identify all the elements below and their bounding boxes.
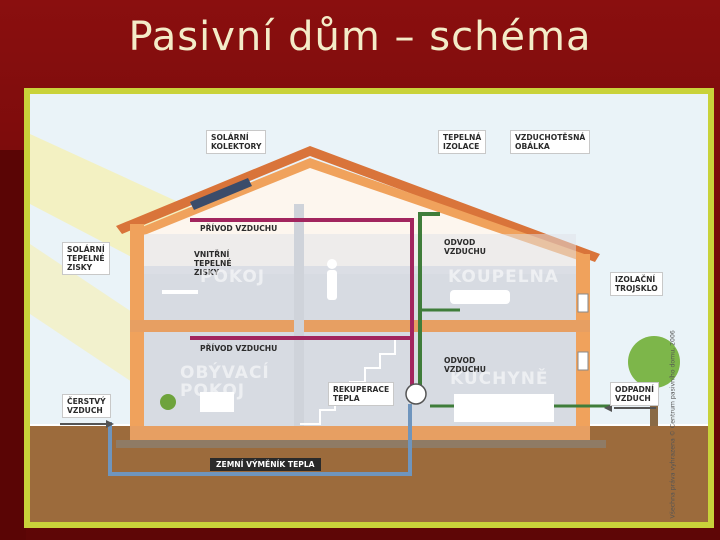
label-solar-heat-gains: SOLÁRNÍ TEPELNÉ ZISKY — [62, 242, 110, 275]
label-waste-air: ODPADNÍ VZDUCH — [610, 382, 659, 406]
label-airtight-envelope: VZDUCHOTĚSNÁ OBÁLKA — [510, 130, 591, 154]
label-air-exhaust-upper: ODVOD VZDUCHU — [444, 238, 486, 256]
plant — [160, 394, 176, 410]
label-internal-heat-gains: VNITŘNÍ TEPELNÉ ZISKY — [194, 250, 232, 277]
room-name-kuchyne: KUCHYNĚ — [450, 369, 549, 389]
bathtub — [450, 290, 510, 304]
window-lower — [577, 351, 589, 371]
label-heat-recovery: REKUPERACE TEPLA — [328, 382, 395, 406]
television — [200, 392, 234, 412]
room-name-koupelna: KOUPELNA — [448, 267, 559, 287]
solar-collectors — [190, 178, 252, 210]
window-upper — [577, 293, 589, 313]
label-air-supply-upper: PŘÍVOD VZDUCHU — [200, 224, 278, 233]
slide-title: Pasivní dům – schéma — [128, 14, 592, 60]
credit-text: Všechna práva vyhrazena © Centrum pasivn… — [669, 330, 677, 519]
slide-decoration — [0, 150, 26, 540]
house-illustration — [30, 94, 708, 522]
label-triple-insulation: IZOLAČNÍ TROJSKLO — [610, 272, 663, 296]
label-solar-collectors: SOLÁRNÍ KOLEKTORY — [206, 130, 267, 154]
label-thermal-insulation: TEPELNÁ IZOLACE — [438, 130, 487, 154]
heat-recovery-unit — [405, 383, 427, 405]
roof — [116, 146, 600, 262]
ground-heat-exchanger-pipe — [108, 404, 412, 476]
label-air-exhaust-lower: ODVOD VZDUCHU — [444, 356, 486, 374]
credit-note: Všechna práva vyhrazena © Centrum pasivn… — [668, 230, 682, 520]
room-name-pokoj: POKOJ — [200, 267, 266, 287]
room-name-obyvaci-pokoj: OBÝVACÍ POKOJ — [180, 363, 270, 401]
label-air-supply-lower: PŘÍVOD VZDUCHU — [200, 344, 278, 353]
kitchen-counter — [454, 394, 554, 422]
desk — [162, 290, 198, 294]
person-figure — [327, 259, 337, 269]
exhaust-duct — [418, 212, 440, 394]
label-fresh-air: ČERSTVÝ VZDUCH — [62, 394, 111, 418]
house-diagram: SOLÁRNÍ KOLEKTORY TEPELNÁ IZOLACE VZDUCH… — [30, 94, 708, 522]
label-ground-heat-exchanger: ZEMNÍ VÝMĚNÍK TEPLA — [210, 458, 321, 471]
